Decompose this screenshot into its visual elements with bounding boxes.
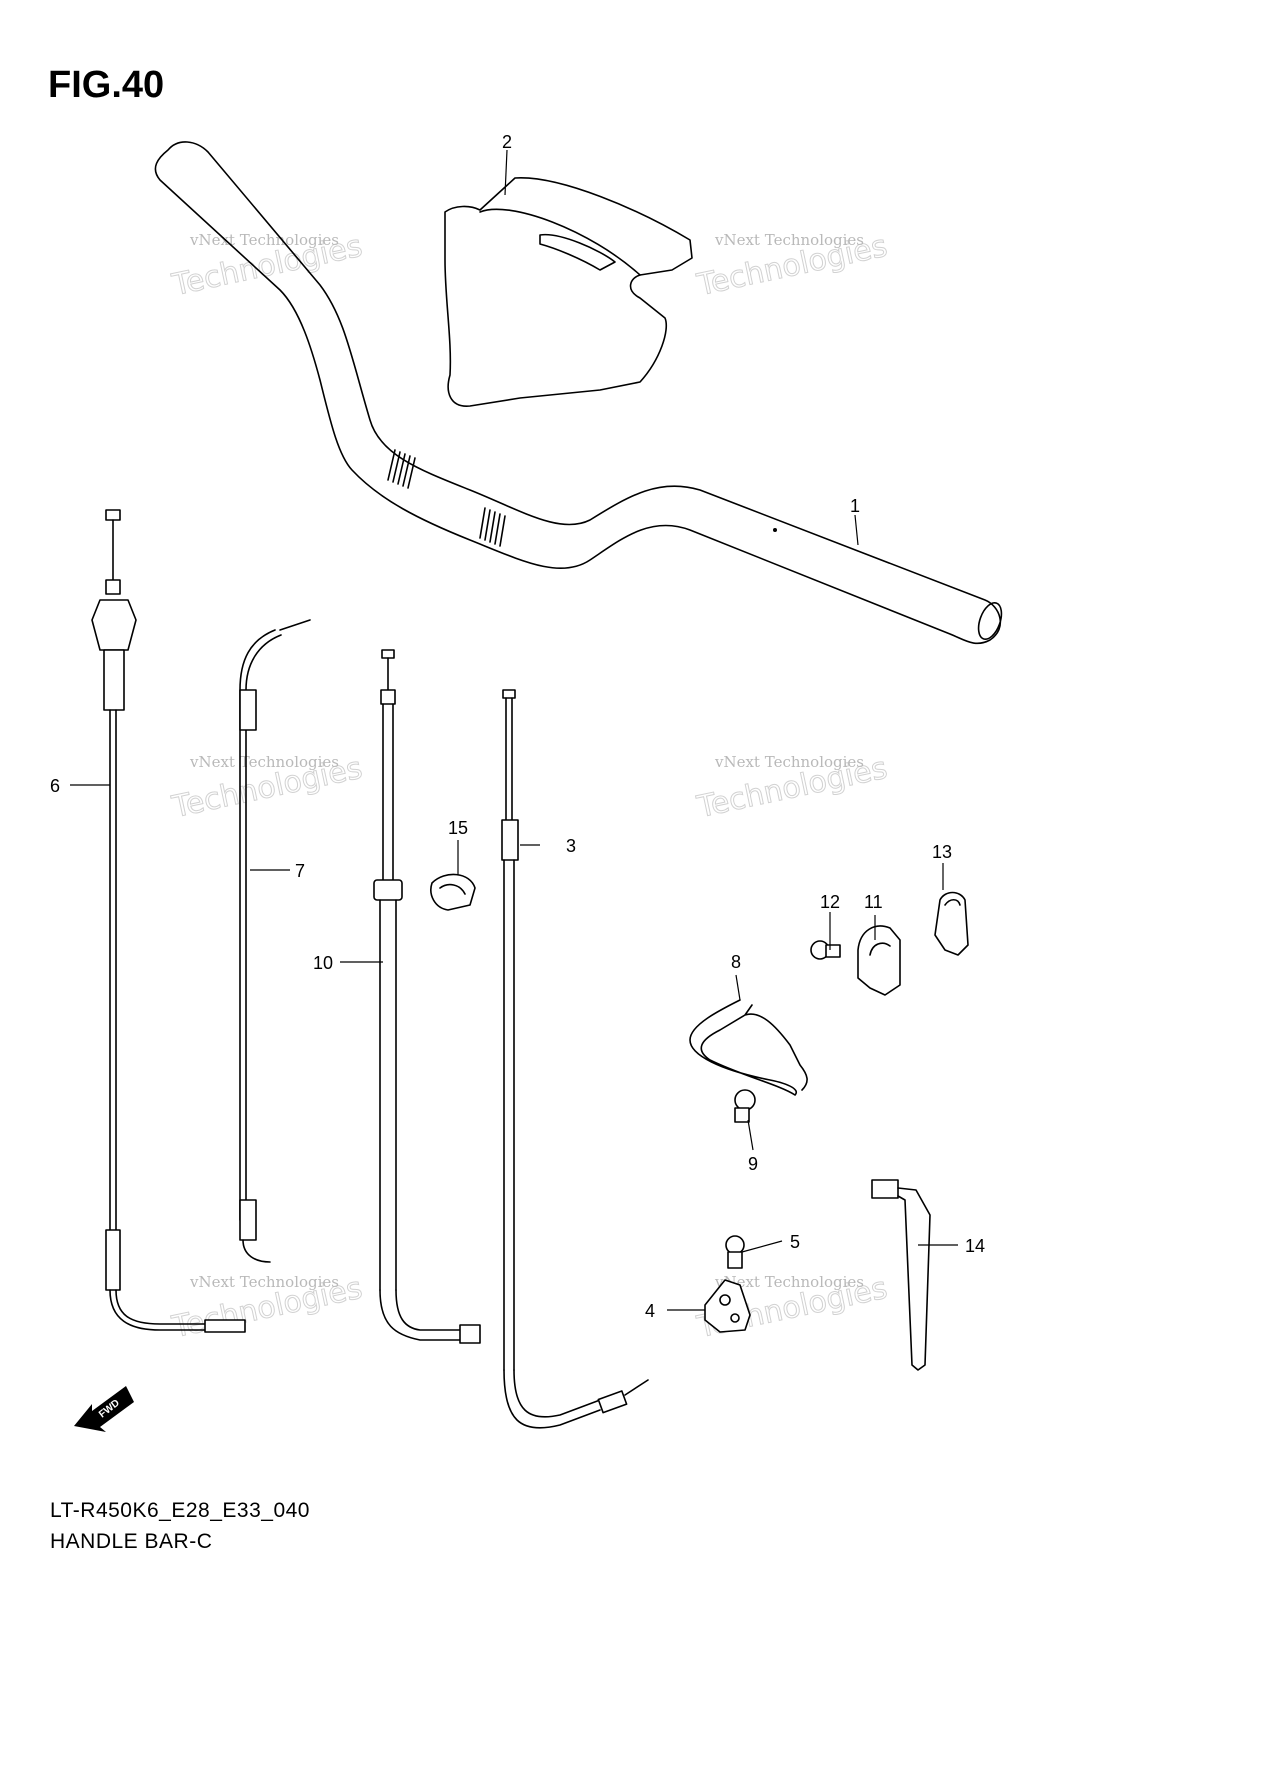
cable-end-fitting [105, 509, 121, 521]
callout-4: 4 [645, 1301, 655, 1321]
bracket-11-part [857, 925, 901, 996]
callout-9: 9 [748, 1154, 758, 1174]
handlebar-hole [773, 528, 777, 532]
svg-text:vNext Technologies: vNext Technologies [714, 1273, 864, 1291]
handlebar-cover-part [444, 177, 693, 407]
callout-14: 14 [965, 1236, 985, 1256]
pin-14-part [871, 1179, 931, 1371]
leader-lines [70, 149, 958, 1311]
callout-8: 8 [731, 952, 741, 972]
callout-13: 13 [932, 842, 952, 862]
fwd-arrow-icon: FWD [74, 1386, 134, 1432]
callout-1: 1 [850, 496, 860, 516]
watermark: Technologies vNext Technologies [693, 750, 891, 826]
clutch-cable-part [91, 509, 246, 1333]
throttle-cable-part [239, 619, 311, 1263]
watermark-group: Technologies vNext Technologies Technolo… [168, 228, 891, 1346]
bracket-4-part [704, 1279, 751, 1333]
watermark: Technologies vNext Technologies [168, 750, 366, 826]
watermark: Technologies vNext Technologies [168, 1270, 366, 1346]
svg-text:vNext Technologies: vNext Technologies [189, 1273, 339, 1291]
callout-5: 5 [790, 1232, 800, 1252]
svg-text:vNext Technologies: vNext Technologies [189, 231, 339, 249]
callout-12: 12 [820, 892, 840, 912]
callout-11: 11 [864, 892, 883, 912]
callout-7: 7 [295, 861, 305, 881]
callout-10: 10 [313, 953, 333, 973]
clip-13-part [934, 891, 969, 956]
watermark: Technologies vNext Technologies [168, 228, 366, 304]
cable-adjuster [105, 579, 121, 595]
callouts: 1 2 3 4 5 6 7 8 9 10 11 12 13 14 15 [50, 132, 985, 1321]
bolt-9-part [734, 1089, 756, 1123]
wire-guide-part [689, 999, 808, 1096]
knurl-band [387, 449, 416, 489]
bolt-12-part [810, 940, 841, 960]
cable-10-part [373, 649, 481, 1344]
callout-15: 15 [448, 818, 468, 838]
cable-clamp-part [430, 873, 476, 911]
handlebar-part [154, 141, 1003, 645]
bolt-5-part [725, 1235, 745, 1269]
svg-text:vNext Technologies: vNext Technologies [714, 753, 864, 771]
cable-3-part [501, 689, 649, 1429]
callout-2: 2 [502, 132, 512, 152]
figure-title: FIG.40 [48, 64, 165, 106]
svg-text:vNext Technologies: vNext Technologies [714, 231, 864, 249]
svg-text:vNext Technologies: vNext Technologies [189, 753, 339, 771]
model-code: LT-R450K6_E28_E33_040 [50, 1499, 310, 1522]
callout-3: 3 [566, 836, 576, 856]
watermark: Technologies vNext Technologies [693, 228, 891, 304]
knurl-band [479, 507, 506, 547]
callout-6: 6 [50, 776, 60, 796]
figure-name: HANDLE BAR-C [50, 1530, 213, 1553]
